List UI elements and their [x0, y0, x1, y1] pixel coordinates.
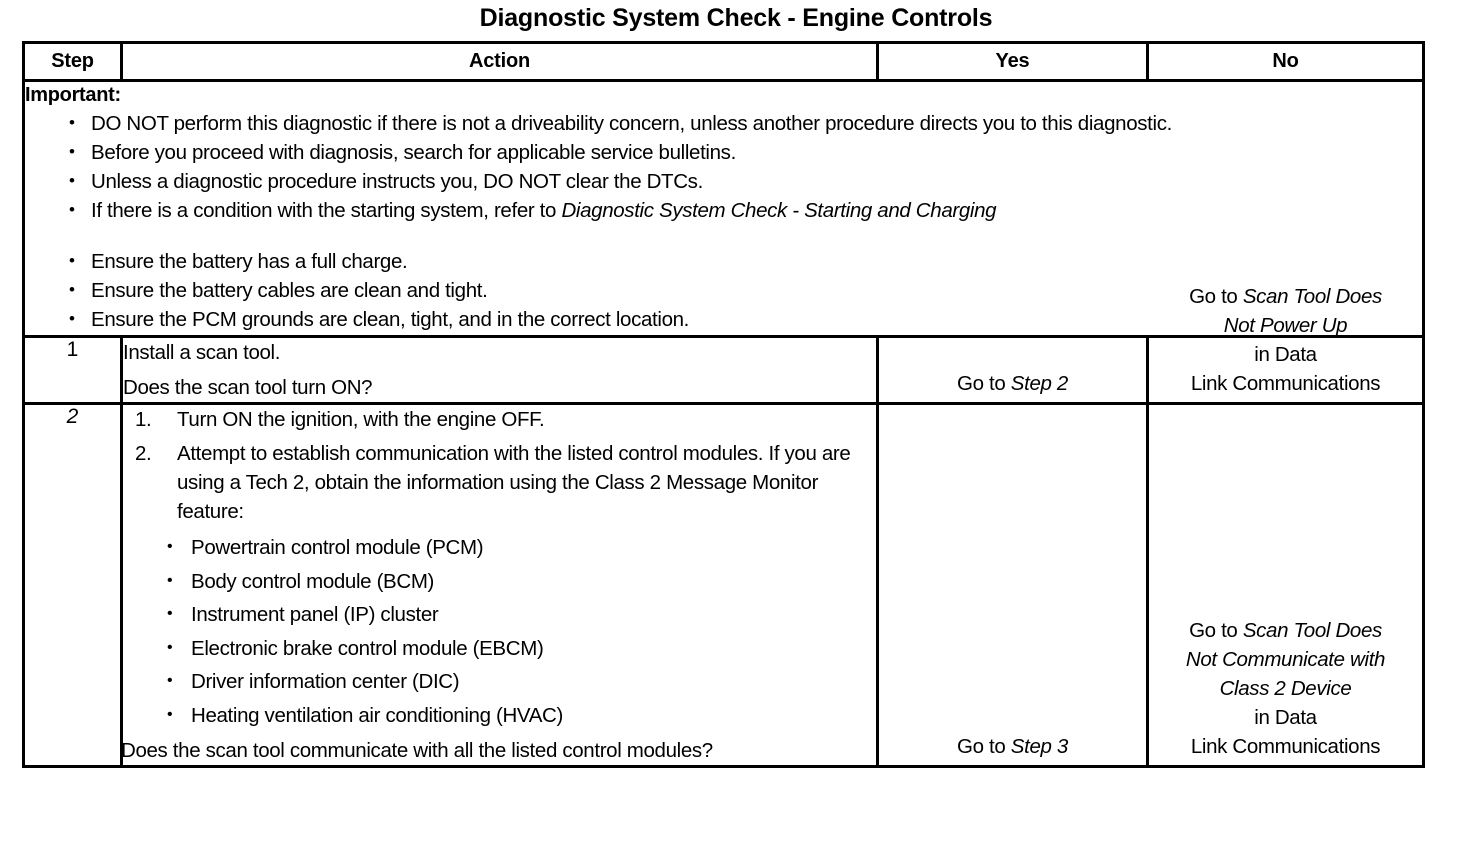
- important-bullet-list-2: Ensure the battery has a full charge. En…: [25, 247, 1422, 334]
- list-item: Ensure the battery has a full charge.: [69, 247, 1422, 276]
- list-item-text: Turn ON the ignition, with the engine OF…: [177, 408, 545, 431]
- list-item: 1. Turn ON the ignition, with the engine …: [135, 405, 876, 434]
- column-header-yes: Yes: [876, 41, 1149, 82]
- list-item: Ensure the PCM grounds are clean, tight,…: [69, 305, 1422, 334]
- goto-lead-text: Go to: [1189, 285, 1243, 308]
- step-number: 1: [22, 335, 123, 405]
- no-answer-line-1: Go to Scan Tool Does: [1155, 616, 1416, 645]
- goto-target-text: Scan Tool Does: [1242, 285, 1382, 308]
- yes-answer-block: Go to Step 2: [885, 369, 1140, 398]
- diagnostic-table: Step Action Yes No Important: DO NOT per…: [22, 41, 1425, 768]
- step-yes-cell: Go to Step 3: [876, 402, 1149, 768]
- goto-target-text: Scan Tool Does: [1242, 619, 1382, 642]
- list-item: Heating ventilation air conditioning (HV…: [165, 698, 876, 733]
- list-item: Instrument panel (IP) cluster: [165, 597, 876, 632]
- no-answer-line-2: Not Communicate with: [1185, 648, 1386, 671]
- column-header-no: No: [1146, 41, 1425, 82]
- table-row-step-1: 1 Install a scan tool. Does the scan too…: [22, 285, 1425, 405]
- table-header-row: Step Action Yes No: [22, 41, 1425, 82]
- no-answer-block: Go to Scan Tool Does Not Power Up in Dat…: [1155, 282, 1416, 398]
- action-numbered-list: 1. Turn ON the ignition, with the engine …: [123, 405, 876, 526]
- control-module-list: Powertrain control module (PCM) Body con…: [123, 530, 876, 733]
- action-question: Does the scan tool turn ON?: [123, 376, 373, 399]
- step-no-cell: Go to Scan Tool Does Not Communicate wit…: [1146, 402, 1425, 768]
- list-item: Driver information center (DIC): [165, 664, 876, 699]
- list-item: Body control module (BCM): [165, 564, 876, 599]
- goto-target-text: Step 2: [1010, 372, 1069, 395]
- list-item-text: Attempt to establish communication with …: [177, 442, 851, 523]
- reference-lead-text: If there is a condition with the startin…: [91, 199, 562, 222]
- list-item: Before you proceed with diagnosis, searc…: [69, 138, 1422, 167]
- list-item: Powertrain control module (PCM): [165, 530, 876, 565]
- yes-answer-line: Go to Step 2: [885, 369, 1140, 398]
- no-answer-line-3: Class 2 Device: [1219, 677, 1352, 700]
- step-action-cell: Install a scan tool. Does the scan tool …: [120, 335, 879, 405]
- goto-lead-text: Go to: [1189, 619, 1243, 642]
- goto-lead-text: Go to: [957, 735, 1011, 758]
- important-heading: Important:: [25, 84, 121, 106]
- yes-answer-block: Go to Step 3: [885, 732, 1140, 761]
- list-item: Electronic brake control module (EBCM): [165, 631, 876, 666]
- bullet-group-spacer: [25, 226, 1422, 248]
- table-row-step-2: 2 1. Turn ON the ignition, with the engin…: [22, 402, 1425, 768]
- list-item: Ensure the battery cables are clean and …: [69, 276, 1422, 305]
- action-question: Does the scan tool communicate with all …: [121, 739, 713, 762]
- reference-link-text: Diagnostic System Check - Starting and C…: [561, 199, 997, 222]
- no-answer-line-2: Not Power Up: [1223, 314, 1348, 337]
- list-item-number: 1.: [135, 408, 152, 431]
- list-item-with-reference: If there is a condition with the startin…: [69, 196, 1422, 225]
- page-title: Diagnostic System Check - Engine Control…: [479, 4, 993, 32]
- step-no-cell: Go to Scan Tool Does Not Power Up in Dat…: [1146, 285, 1425, 405]
- no-answer-line-1: Go to Scan Tool Does: [1155, 282, 1416, 311]
- important-row: Important: DO NOT perform this diagnosti…: [22, 79, 1425, 338]
- list-item: Unless a diagnostic procedure instructs …: [69, 167, 1422, 196]
- step-action-cell: 1. Turn ON the ignition, with the engine …: [120, 402, 879, 768]
- action-line: Install a scan tool.: [123, 341, 281, 364]
- no-answer-line-5: Link Communications: [1190, 735, 1381, 758]
- no-answer-line-4: Link Communications: [1190, 372, 1381, 395]
- list-item-number: 2.: [135, 442, 152, 465]
- step-yes-cell: Go to Step 2: [876, 335, 1149, 405]
- important-cell: Important: DO NOT perform this diagnosti…: [22, 79, 1425, 338]
- list-item: DO NOT perform this diagnostic if there …: [69, 109, 1422, 138]
- goto-target-text: Step 3: [1010, 735, 1069, 758]
- important-bullet-list: DO NOT perform this diagnostic if there …: [25, 109, 1422, 225]
- step-number: 2: [22, 402, 123, 768]
- no-answer-line-3: in Data: [1254, 343, 1317, 366]
- column-header-action: Action: [120, 41, 879, 82]
- list-item: 2. Attempt to establish communication wit…: [135, 439, 876, 526]
- no-answer-block: Go to Scan Tool Does Not Communicate wit…: [1155, 616, 1416, 761]
- yes-answer-line: Go to Step 3: [885, 732, 1140, 761]
- goto-lead-text: Go to: [957, 372, 1011, 395]
- column-header-step: Step: [22, 41, 123, 82]
- no-answer-line-4: in Data: [1254, 706, 1317, 729]
